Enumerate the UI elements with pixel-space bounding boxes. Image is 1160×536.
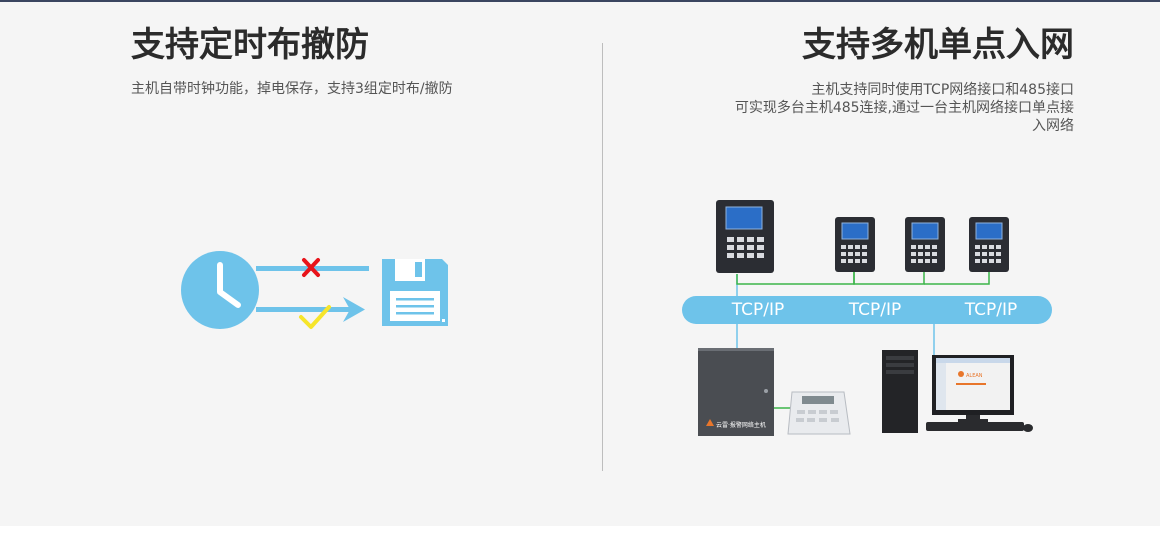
- top-border: [0, 0, 1160, 2]
- monitor-logo: ALEAN: [966, 373, 983, 379]
- control-keyboard: [787, 391, 851, 435]
- check-icon: [299, 305, 331, 329]
- section-divider: [602, 43, 603, 471]
- desc-line: 入网络: [1032, 118, 1074, 134]
- desc-line: 可实现多台主机485连接,通过一台主机网络接口单点接: [734, 100, 1074, 116]
- floppy-disk-icon: [382, 259, 448, 326]
- main-keypad-device: [716, 200, 774, 273]
- keypad-device: [905, 217, 945, 272]
- tcp-ip-label: TCP/IP: [964, 300, 1018, 320]
- save-arrow: [256, 297, 365, 322]
- tcp-ip-label: TCP/IP: [731, 300, 785, 320]
- clock-icon: [181, 251, 259, 329]
- host-box-label: 云雷·报警网络主机: [716, 421, 766, 429]
- pc-computer: ALEAN: [882, 350, 1033, 433]
- network-illustration: 云雷·报警网络主机 ALEAN: [698, 200, 1033, 436]
- tcp-ip-network-bar: [682, 296, 1052, 324]
- desc-line: 主机支持同时使用TCP网络接口和485接口: [811, 82, 1074, 98]
- alarm-host-box: 云雷·报警网络主机: [698, 348, 774, 436]
- feature-title-single-point-network: 支持多机单点入网: [802, 25, 1074, 65]
- keypad-device: [835, 217, 875, 272]
- cross-icon: [302, 258, 320, 277]
- feature-title-scheduled-arming: 支持定时布撤防: [131, 25, 369, 65]
- schedule-illustration: [181, 251, 448, 329]
- feature-desc-scheduled-arming: 主机自带时钟功能，掉电保存，支持3组定时布/撤防: [131, 81, 453, 97]
- keypad-device: [969, 217, 1009, 272]
- tcp-ip-label: TCP/IP: [848, 300, 902, 320]
- feature-desc-single-point-network: 主机支持同时使用TCP网络接口和485接口 可实现多台主机485连接,通过一台主…: [676, 81, 1074, 135]
